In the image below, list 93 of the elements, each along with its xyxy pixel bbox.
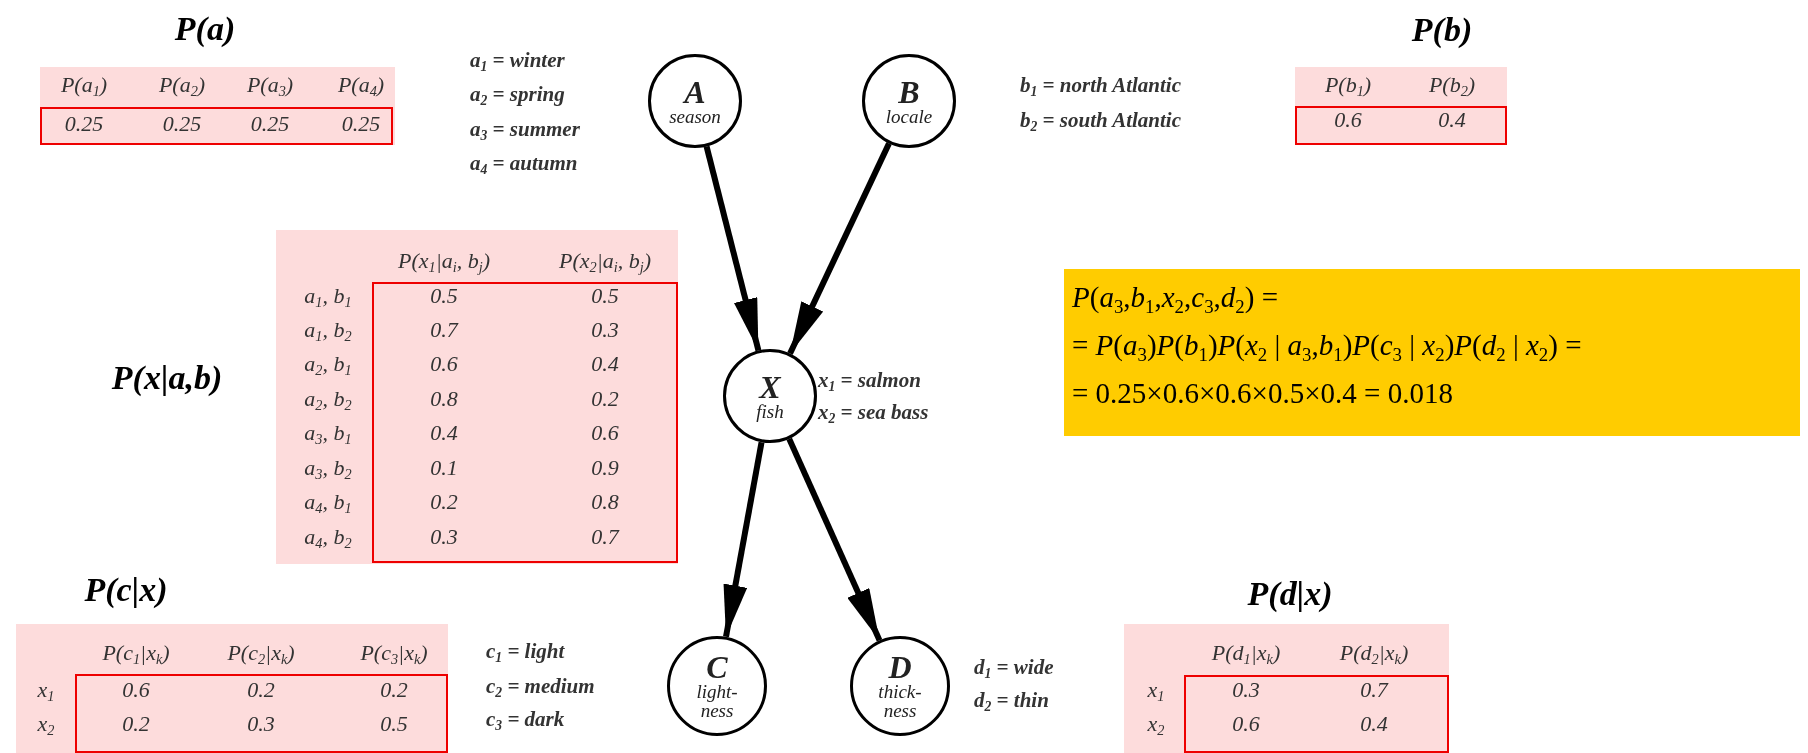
probability-value: 0.6 [591, 421, 619, 445]
probability-value: 0.7 [591, 525, 619, 549]
value-definition: c$_{2}$ = medium [486, 674, 595, 698]
probability-value: 0.5 [591, 284, 619, 308]
table-title: P(d|x) [1247, 575, 1333, 613]
column-header: P(a$_{3}$) [246, 73, 294, 97]
table-title: P(x|a,b) [111, 359, 223, 397]
column-header: P(d$_{1}$|x$_{k}$) [1211, 641, 1281, 665]
value-definition: d$_{1}$ = wide [974, 655, 1054, 679]
probability-value: 0.6 [1334, 108, 1362, 132]
row-header: x$_{2}$ [37, 712, 55, 736]
probability-value: 0.7 [1360, 678, 1388, 702]
value-definition: d$_{2}$ = thin [974, 688, 1049, 712]
probability-value: 0.3 [430, 525, 458, 549]
table-title: P(a) [174, 10, 236, 48]
value-definition: b$_{2}$ = south Atlantic [1020, 108, 1181, 132]
probability-value: 0.6 [1232, 712, 1260, 736]
probability-value: 0.2 [247, 678, 275, 702]
arrow [786, 437, 883, 642]
variable-name: thick- ness [877, 682, 923, 720]
table-title: P(c|x) [84, 571, 168, 609]
probability-value: 0.2 [122, 712, 150, 736]
variable-name: fish [756, 401, 784, 421]
value-definition: c$_{1}$ = light [486, 639, 565, 663]
row-header: a$_{3}$, b$_{2}$ [304, 456, 352, 480]
column-header: P(x$_{1}$|a$_{i}$, b$_{j}$) [398, 249, 490, 273]
row-header: a$_{3}$, b$_{1}$ [304, 421, 352, 445]
probability-value: 0.3 [247, 712, 275, 736]
probability-value: 0.3 [591, 318, 619, 342]
probability-value: 0.4 [1438, 108, 1466, 132]
formula-box [1064, 269, 1800, 436]
column-header: P(c$_{2}$|x$_{k}$) [227, 641, 295, 665]
probability-value: 0.25 [162, 112, 202, 136]
variable-letter: X [759, 371, 781, 402]
variable-name: light- ness [695, 682, 739, 720]
value-definition: a$_{2}$ = spring [470, 82, 565, 106]
probability-value: 0.6 [430, 352, 458, 376]
column-header: P(b$_{2}$) [1428, 73, 1476, 97]
probability-value: 0.4 [1360, 712, 1388, 736]
variable-letter: A [684, 76, 706, 107]
probability-value: 0.25 [64, 112, 104, 136]
row-header: a$_{2}$, b$_{1}$ [304, 352, 352, 376]
probability-value: 0.3 [1232, 678, 1260, 702]
column-header: P(x$_{2}$|a$_{i}$, b$_{j}$) [559, 249, 651, 273]
variable-name: locale [885, 106, 933, 126]
arrow [703, 145, 762, 352]
variable-letter: D [888, 652, 912, 682]
probability-value: 0.2 [380, 678, 408, 702]
row-header: a$_{1}$, b$_{2}$ [304, 318, 352, 342]
row-header: a$_{4}$, b$_{2}$ [304, 525, 352, 549]
value-definition: a$_{4}$ = autumn [470, 151, 578, 175]
probability-value: 0.4 [430, 421, 458, 445]
probability-value: 0.1 [430, 456, 458, 480]
arrow [723, 441, 765, 638]
value-definition: c$_{3}$ = dark [486, 707, 565, 731]
probability-value: 0.7 [430, 318, 458, 342]
probability-value: 0.2 [591, 387, 619, 411]
probability-value: 0.25 [341, 112, 381, 136]
arrow [787, 142, 892, 355]
value-definition: x$_{2}$ = sea bass [818, 400, 929, 424]
formula-line: = P(a$_{3}$)P(b$_{1}$)P(x$_{2}$ | a$_{3}$,b$_{1}$)P(c$_{3}$ | x$_{2}$)P(d$_{2}$ | x$_{2}$) = [1072, 328, 1583, 367]
variable-letter: C [706, 652, 728, 682]
row-header: a$_{1}$, b$_{1}$ [304, 284, 352, 308]
value-definition: a$_{3}$ = summer [470, 117, 580, 141]
formula-line: P(a$_{3}$,b$_{1}$,x$_{2}$,c$_{3}$,d$_{2}$) = [1072, 280, 1279, 319]
probability-value: 0.5 [430, 284, 458, 308]
probability-value: 0.6 [122, 678, 150, 702]
column-header: P(a$_{2}$) [158, 73, 206, 97]
column-header: P(a$_{1}$) [60, 73, 108, 97]
column-header: P(b$_{1}$) [1324, 73, 1372, 97]
column-header: P(a$_{4}$) [337, 73, 385, 97]
row-header: x$_{1}$ [37, 678, 55, 702]
probability-value: 0.4 [591, 352, 619, 376]
row-header: x$_{2}$ [1147, 712, 1165, 736]
column-header: P(c$_{1}$|x$_{k}$) [102, 641, 170, 665]
value-definition: b$_{1}$ = north Atlantic [1020, 73, 1181, 97]
probability-value: 0.9 [591, 456, 619, 480]
probability-value: 0.8 [430, 387, 458, 411]
column-header: P(c$_{3}$|x$_{k}$) [360, 641, 428, 665]
row-header: x$_{1}$ [1147, 678, 1165, 702]
column-header: P(d$_{2}$|x$_{k}$) [1339, 641, 1409, 665]
formula-line: = 0.25×0.6×0.6×0.5×0.4 = 0.018 [1072, 376, 1454, 411]
value-definition: a$_{1}$ = winter [470, 48, 565, 72]
row-header: a$_{2}$, b$_{2}$ [304, 387, 352, 411]
probability-value: 0.2 [430, 490, 458, 514]
probability-value: 0.8 [591, 490, 619, 514]
table-title: P(b) [1411, 11, 1473, 49]
row-header: a$_{4}$, b$_{1}$ [304, 490, 352, 514]
probability-value: 0.25 [250, 112, 290, 136]
variable-letter: B [898, 76, 920, 107]
variable-name: season [669, 106, 721, 126]
probability-value: 0.5 [380, 712, 408, 736]
value-definition: x$_{1}$ = salmon [818, 368, 921, 392]
